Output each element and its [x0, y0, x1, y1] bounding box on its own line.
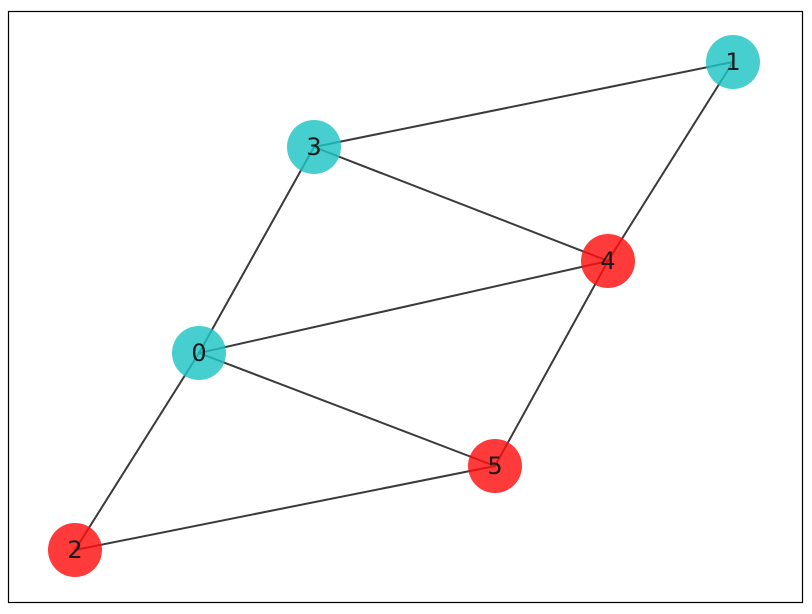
- edge-3-4: [313, 146, 609, 262]
- node-circle-1: [706, 35, 760, 89]
- node-label-5: 5: [487, 452, 502, 480]
- edge-0-4: [198, 260, 609, 354]
- edge-1-4: [607, 61, 734, 262]
- node-label-2: 2: [67, 536, 82, 564]
- edges-layer: [74, 61, 734, 551]
- node-circle-5: [468, 439, 522, 493]
- edge-0-5: [198, 352, 496, 467]
- edge-3-1: [313, 61, 734, 148]
- node-label-4: 4: [600, 247, 615, 275]
- nodes-layer: 0 1 2 3 4 5: [48, 35, 760, 577]
- node-label-0: 0: [191, 339, 206, 367]
- node-4: 4: [581, 234, 635, 288]
- node-circle-0: [172, 326, 226, 380]
- node-circle-4: [581, 234, 635, 288]
- edge-2-5: [74, 465, 496, 551]
- node-5: 5: [468, 439, 522, 493]
- edge-3-0: [198, 146, 315, 354]
- edge-4-5: [494, 260, 609, 467]
- node-0: 0: [172, 326, 226, 380]
- node-1: 1: [706, 35, 760, 89]
- node-circle-2: [48, 523, 102, 577]
- node-3: 3: [287, 120, 341, 174]
- node-circle-3: [287, 120, 341, 174]
- edge-0-2: [74, 352, 200, 551]
- node-label-3: 3: [306, 133, 321, 161]
- node-2: 2: [48, 523, 102, 577]
- node-label-1: 1: [725, 48, 740, 76]
